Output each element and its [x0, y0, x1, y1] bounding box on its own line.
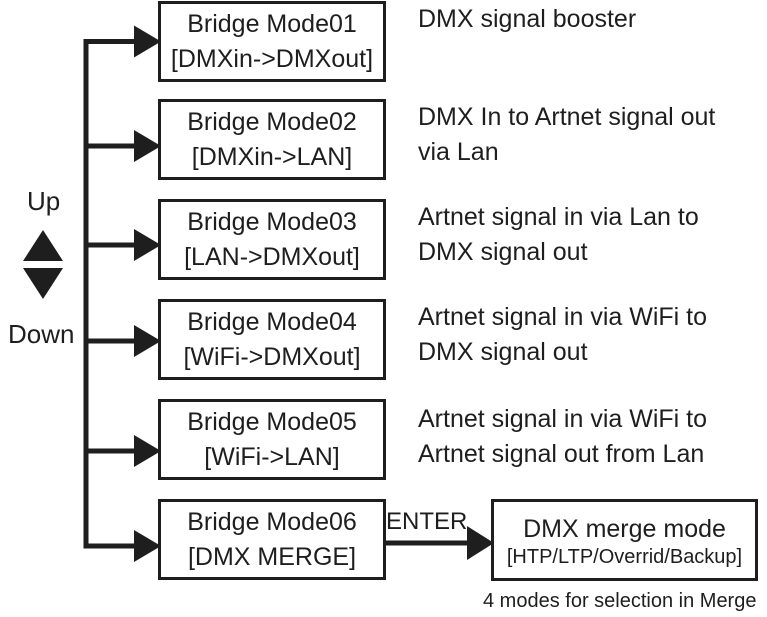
down-arrow-icon: [23, 268, 63, 299]
mode-description: Artnet signal in via WiFi to Artnet sign…: [418, 405, 707, 468]
arrowhead-icon: [134, 229, 161, 261]
mode-box-03: Bridge Mode03 [LAN->DMXout]: [158, 199, 386, 280]
arrowhead-icon: [134, 435, 161, 467]
mode-title: Bridge Mode06: [187, 507, 357, 536]
mode-description: Artnet signal in via WiFi to DMX signal …: [418, 303, 707, 366]
merge-title: DMX merge mode: [523, 515, 726, 543]
mode-param: [DMX MERGE]: [187, 542, 357, 571]
arrowhead-icon: [134, 530, 161, 562]
mode-param: [DMXin->LAN]: [191, 142, 353, 171]
mode-box-04: Bridge Mode04 [WiFi->DMXout]: [158, 299, 386, 380]
mode-description: DMX signal booster: [418, 5, 637, 33]
mode-param: [DMXin->DMXout]: [170, 44, 374, 73]
mode-title: Bridge Mode03: [187, 207, 357, 236]
down-label: Down: [8, 319, 75, 349]
mode-title: Bridge Mode02: [187, 107, 357, 136]
mode-title: Bridge Mode01: [187, 9, 357, 38]
mode-param: [WiFi->DMXout]: [183, 342, 361, 371]
mode-box-02: Bridge Mode02 [DMXin->LAN]: [158, 99, 386, 180]
mode-box-06: Bridge Mode06 [DMX MERGE]: [158, 499, 386, 580]
mode-description: Artnet signal in via Lan to DMX signal o…: [418, 203, 699, 266]
arrowhead-icon: [467, 526, 494, 560]
enter-label: ENTER: [386, 508, 468, 535]
mode-param: [LAN->DMXout]: [184, 242, 360, 271]
mode-title: Bridge Mode05: [187, 407, 357, 436]
arrowhead-icon: [134, 25, 161, 58]
merge-param: [HTP/LTP/Overrid/Backup]: [506, 546, 743, 568]
up-label: Up: [27, 186, 61, 216]
mode-description: DMX In to Artnet signal out via Lan: [418, 103, 716, 166]
mode-title: Bridge Mode04: [187, 307, 357, 336]
mode-param: [WiFi->LAN]: [204, 442, 340, 471]
arrowhead-icon: [134, 325, 161, 357]
mode-box-05: Bridge Mode05 [WiFi->LAN]: [158, 399, 386, 480]
merge-note: 4 modes for selection in Merge: [483, 590, 757, 612]
arrowhead-icon: [134, 130, 161, 162]
merge-mode-box: DMX merge mode [HTP/LTP/Overrid/Backup]: [491, 499, 758, 581]
up-arrow-icon: [23, 230, 63, 261]
mode-box-01: Bridge Mode01 [DMXin->DMXout]: [158, 1, 386, 82]
